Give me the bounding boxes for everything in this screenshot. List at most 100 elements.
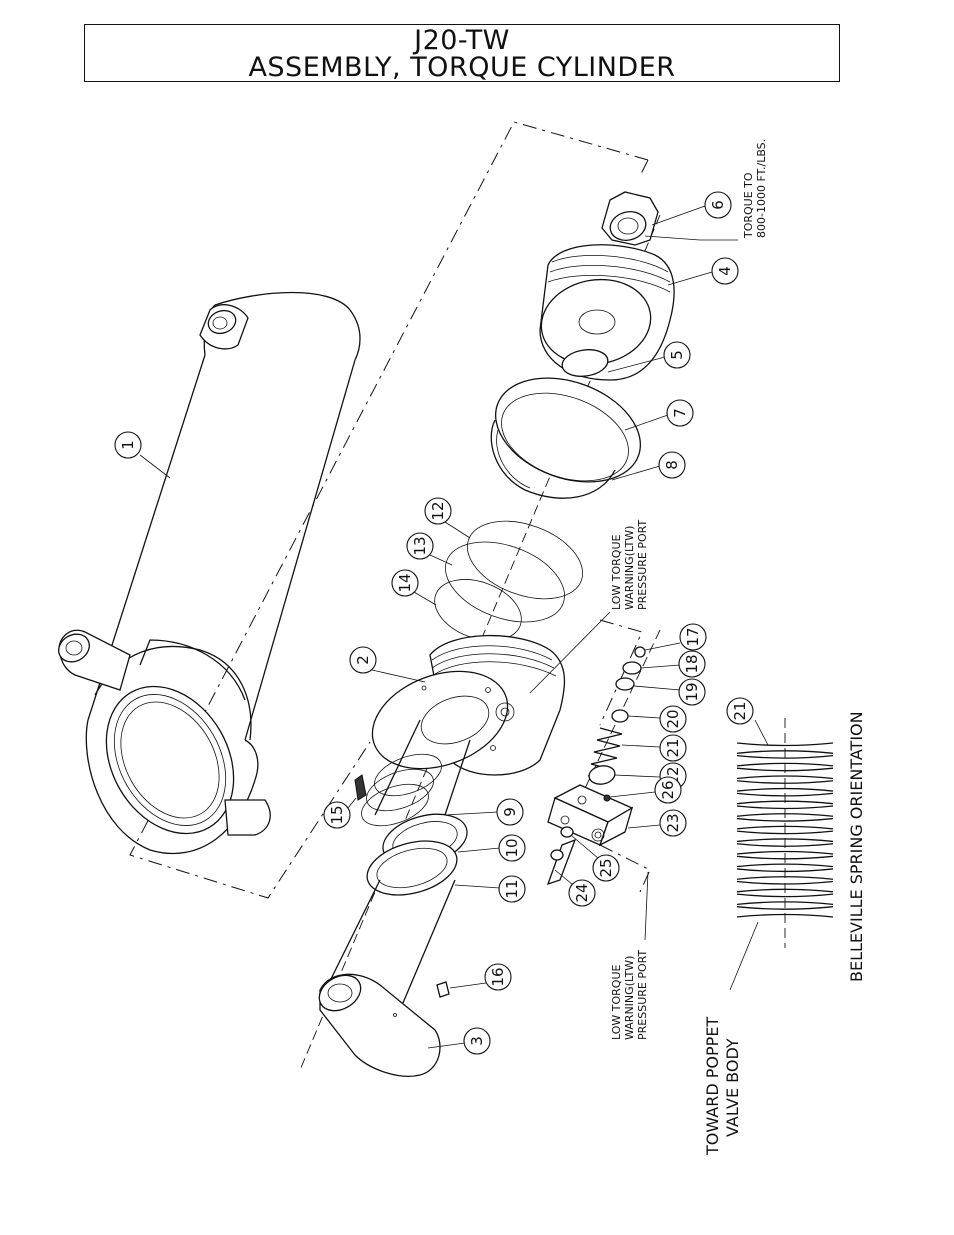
- leader-23: [628, 825, 660, 828]
- balloon-24: 24: [569, 880, 595, 906]
- svg-text:VALVE BODY: VALVE BODY: [723, 1038, 742, 1137]
- balloon-12: 12: [425, 498, 451, 524]
- balloon-2: 2: [350, 647, 376, 673]
- assembly-boundary-tick: [640, 160, 648, 176]
- part-20-poppet: [612, 710, 628, 722]
- svg-text:19: 19: [683, 682, 701, 701]
- part-17-ball: [635, 647, 645, 657]
- leader-20: [628, 716, 660, 718]
- svg-text:4: 4: [716, 266, 734, 276]
- torque-note: TORQUE TO 800-1000 FT./LBS.: [742, 139, 768, 239]
- leader-21b: [755, 720, 768, 745]
- leader-21: [622, 745, 660, 747]
- svg-text:21: 21: [664, 738, 682, 757]
- balloon-15: 15: [324, 802, 350, 828]
- balloon-20: 20: [660, 706, 686, 732]
- svg-text:PRESSURE PORT: PRESSURE PORT: [636, 950, 649, 1040]
- part-18-seat: [623, 662, 641, 674]
- belleville-washer: [737, 806, 833, 809]
- balloon-21: 21: [660, 735, 686, 761]
- svg-text:WARNING(LTW): WARNING(LTW): [623, 956, 636, 1040]
- leader-18: [641, 665, 680, 668]
- part-19-washer: [616, 678, 634, 690]
- balloon-23: 23: [660, 810, 686, 836]
- svg-text:7: 7: [671, 408, 689, 418]
- leader-15: [348, 798, 356, 808]
- part-24-bolt: [548, 840, 575, 884]
- svg-text:24: 24: [573, 883, 591, 902]
- ltw-lower-note: LOW TORQUE WARNING(LTW) PRESSURE PORT: [610, 950, 649, 1040]
- part-25-washer: [561, 827, 573, 837]
- svg-text:WARNING(LTW): WARNING(LTW): [623, 526, 636, 610]
- part-23-valve-body: [548, 785, 632, 845]
- spring-orientation-label: BELLEVILLE SPRING ORIENTATION: [847, 711, 866, 982]
- leader-12: [445, 522, 470, 538]
- leader-2: [372, 670, 425, 682]
- leader-4: [668, 272, 712, 285]
- belleville-washer: [737, 743, 833, 746]
- balloon-14: 14: [392, 570, 418, 596]
- part-12-ring: [457, 507, 594, 614]
- part-26-plug: [604, 795, 610, 801]
- balloon-25: 25: [593, 855, 619, 881]
- balloon-10: 10: [499, 835, 525, 861]
- ltw-upper-note: LOW TORQUE WARNING(LTW) PRESSURE PORT: [610, 520, 649, 610]
- belleville-washer: [737, 789, 833, 792]
- svg-text:23: 23: [664, 813, 682, 832]
- belleville-washer: [737, 894, 833, 897]
- svg-text:TORQUE TO: TORQUE TO: [742, 172, 755, 239]
- balloon-9: 9: [497, 799, 523, 825]
- balloon-11: 11: [499, 876, 525, 902]
- balloon-1: 1: [115, 432, 141, 458]
- svg-text:17: 17: [684, 627, 702, 646]
- svg-text:26: 26: [659, 780, 677, 799]
- balloon-5: 5: [664, 342, 690, 368]
- leader-22: [614, 775, 660, 777]
- balloon-6: 6: [705, 192, 731, 218]
- part-22-plug: [588, 764, 617, 786]
- svg-text:2: 2: [354, 655, 372, 665]
- svg-text:3: 3: [468, 1036, 486, 1046]
- svg-text:LOW TORQUE: LOW TORQUE: [610, 965, 623, 1040]
- leader-torque: [645, 236, 738, 240]
- svg-text:9: 9: [501, 807, 519, 817]
- svg-text:10: 10: [503, 838, 521, 857]
- svg-text:25: 25: [597, 858, 615, 877]
- svg-text:PRESSURE PORT: PRESSURE PORT: [636, 520, 649, 610]
- balloon-3: 3: [464, 1028, 490, 1054]
- leader-16: [450, 983, 486, 988]
- svg-text:13: 13: [411, 536, 429, 555]
- svg-text:LOW TORQUE: LOW TORQUE: [610, 535, 623, 610]
- leader-1: [140, 455, 170, 478]
- balloon-4: 4: [712, 258, 738, 284]
- belleville-washer: [737, 882, 833, 885]
- balloon-16: 16: [485, 964, 511, 990]
- part-15-set-screw: [355, 775, 366, 800]
- svg-text:21: 21: [731, 701, 749, 720]
- svg-text:8: 8: [663, 460, 681, 470]
- svg-text:5: 5: [668, 350, 686, 360]
- part-6-nut: [602, 192, 658, 245]
- svg-text:6: 6: [709, 200, 727, 210]
- leader-19: [634, 686, 680, 690]
- leader-ltw-lower: [645, 872, 648, 940]
- belleville-washer: [737, 864, 833, 867]
- svg-text:15: 15: [328, 805, 346, 824]
- svg-text:16: 16: [489, 967, 507, 986]
- leader-11: [455, 885, 500, 888]
- toward-note: TOWARD POPPET VALVE BODY: [703, 1017, 742, 1156]
- svg-text:TOWARD POPPET: TOWARD POPPET: [703, 1017, 722, 1156]
- svg-text:14: 14: [396, 573, 414, 592]
- svg-text:800-1000 FT./LBS.: 800-1000 FT./LBS.: [755, 139, 768, 238]
- leader-26: [610, 792, 655, 797]
- balloon-18: 18: [679, 651, 705, 677]
- leader-toward: [730, 922, 758, 990]
- balloon-26: 26: [655, 777, 681, 803]
- leader-14: [414, 592, 436, 605]
- svg-text:12: 12: [429, 501, 447, 520]
- balloon-21-spring: 21: [727, 698, 753, 724]
- part-16-fitting: [437, 982, 449, 997]
- balloon-19: 19: [679, 679, 705, 705]
- svg-text:1: 1: [119, 440, 137, 450]
